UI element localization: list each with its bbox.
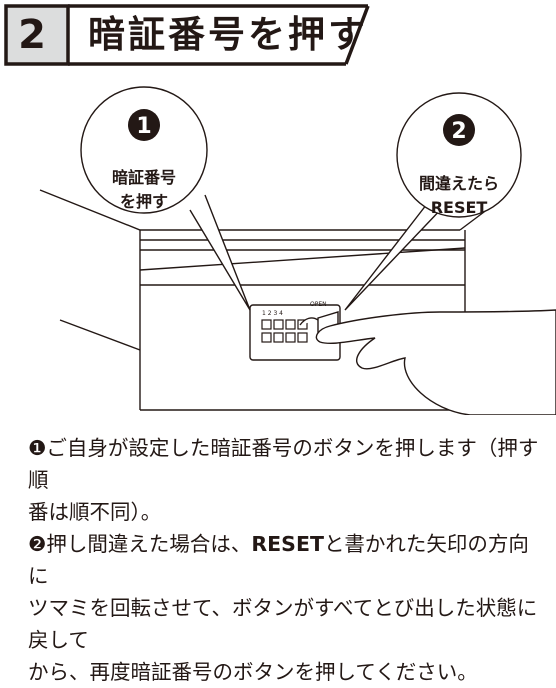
instruction-1-line1: ❶ご自身が設定した暗証番号のボタンを押します（押す順 bbox=[28, 432, 548, 496]
instruction-2-line3: から、再度暗証番号のボタンを押してください。 bbox=[28, 660, 478, 684]
keypad-buttons bbox=[261, 319, 308, 343]
instruction-2-text-b: と書かれた矢印の方向に bbox=[28, 532, 529, 588]
callout-1-text: 暗証番号 を押す bbox=[94, 166, 194, 214]
instruction-2-line1: ❷押し間違えた場合は、RESETと書かれた矢印の方向に bbox=[28, 528, 548, 592]
instruction-2-text-a: 押し間違えた場合は、 bbox=[46, 532, 252, 556]
callout-1-line2: を押す bbox=[119, 192, 168, 211]
callout-1-line1: 暗証番号 bbox=[111, 168, 176, 187]
step-number: 2 bbox=[18, 12, 46, 58]
step-title: 暗証番号を押す bbox=[88, 13, 368, 56]
instructions: ❶ご自身が設定した暗証番号のボタンを押します（押す順 番は順不同）。 ❷押し間違… bbox=[28, 432, 548, 688]
instruction-2-line2: ツマミを回転させて、ボタンがすべてとび出した状態に戻して bbox=[28, 596, 538, 652]
step-header-frame bbox=[4, 4, 370, 66]
instruction-1-text: ご自身が設定した暗証番号のボタンを押します（押す順 bbox=[28, 436, 539, 492]
reset-keyword: RESET bbox=[251, 532, 324, 556]
pointing-hand bbox=[299, 309, 556, 416]
step-header: 2 暗証番号を押す bbox=[0, 0, 556, 80]
open-label: OPEN bbox=[310, 301, 327, 308]
callout-2-line1: 間違えたら bbox=[418, 174, 499, 193]
callout-2-line2: RESET bbox=[430, 198, 488, 217]
instruction-1-line2: 番は順不同）。 bbox=[28, 500, 162, 524]
callout-2-number: 2 bbox=[451, 119, 466, 144]
keypad-number-labels: 1 2 3 4 bbox=[262, 310, 283, 317]
callout-1-number: 1 bbox=[136, 114, 151, 139]
safe-keypad-illustration: 1 2 3 4 OPEN 1 2 暗証番号 を押す 間違えたら RESET bbox=[0, 80, 556, 416]
callout-1-number-disc bbox=[128, 109, 160, 141]
safe-drawing: 1 2 3 4 OPEN 1 2 bbox=[39, 86, 556, 416]
callout-2-text: 間違えたら RESET bbox=[404, 172, 514, 220]
instruction-1-marker: ❶ bbox=[28, 436, 47, 460]
instruction-2-marker: ❷ bbox=[28, 532, 47, 556]
callout-2-number-disc bbox=[443, 114, 475, 146]
